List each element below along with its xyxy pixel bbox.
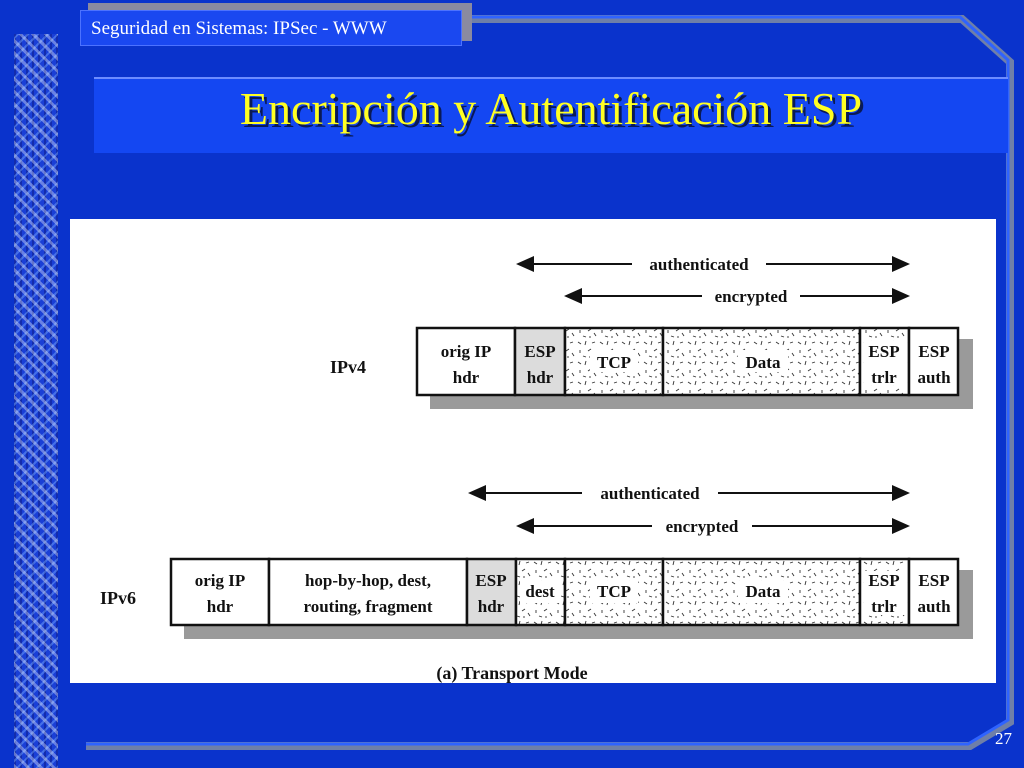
ipv6-extension-headers-field xyxy=(267,557,469,627)
slide-title: Encripción y Autentificación ESP xyxy=(239,83,863,134)
ipv4-esp-trlr-text2: trlr xyxy=(871,368,897,387)
ipv4-tcp-text: TCP xyxy=(597,353,631,372)
course-header: Seguridad en Sistemas: IPSec - WWW xyxy=(80,10,462,46)
ipv4-packet: authenticated encrypted IPv4 orig IP hdr xyxy=(330,255,973,409)
ipv4-orig-ip-field xyxy=(415,326,517,397)
ipv6-esp-auth-text1: ESP xyxy=(918,571,949,590)
ipv4-esp-hdr-text1: ESP xyxy=(524,342,555,361)
decorative-texture-stripe xyxy=(14,34,58,768)
ipv6-packet: authenticated encrypted IPv6 orig IP hdr… xyxy=(100,484,973,639)
title-band xyxy=(94,77,1008,153)
ipv4-esp-trlr-text1: ESP xyxy=(868,342,899,361)
ipv6-orig-ip-text: orig IP xyxy=(195,571,246,590)
ipv6-label: IPv6 xyxy=(100,588,136,608)
ipv4-authenticated-arrow: authenticated xyxy=(516,255,910,274)
ipv4-orig-hdr-text: hdr xyxy=(453,368,480,387)
ipv6-esp-auth-field xyxy=(907,557,960,627)
page-number: 27 xyxy=(995,729,1012,748)
diagram-canvas: authenticated encrypted IPv4 orig IP hdr xyxy=(100,255,973,684)
ipv4-label: IPv4 xyxy=(330,357,366,377)
ipv6-data-text: Data xyxy=(746,582,781,601)
ipv4-data-text: Data xyxy=(746,353,781,372)
ipv6-ext-text1: hop-by-hop, dest, xyxy=(305,571,431,590)
ipv6-tcp-text: TCP xyxy=(597,582,631,601)
ipv6-encrypted-label: encrypted xyxy=(666,517,739,536)
ipv4-orig-ip-text: orig IP xyxy=(441,342,492,361)
ipv6-authenticated-arrow: authenticated xyxy=(468,484,910,503)
ipv4-esp-hdr-text2: hdr xyxy=(527,368,554,387)
ipv6-encrypted-arrow: encrypted xyxy=(516,517,910,536)
ipv4-encrypted-label: encrypted xyxy=(715,287,788,306)
ipv6-esp-hdr-text1: ESP xyxy=(475,571,506,590)
ipv4-authenticated-label: authenticated xyxy=(649,255,749,274)
ipv4-esp-auth-field xyxy=(907,326,960,397)
ipv6-orig-hdr-text: hdr xyxy=(207,597,234,616)
ipv6-esp-hdr-text2: hdr xyxy=(478,597,505,616)
ipv4-esp-auth-text2: auth xyxy=(917,368,951,387)
ipv6-esp-trlr-text2: trlr xyxy=(871,597,897,616)
esp-transport-mode-diagram: authenticated encrypted IPv4 orig IP hdr xyxy=(70,219,996,684)
ipv6-ext-text2: routing, fragment xyxy=(303,597,432,616)
diagram-caption: (a) Transport Mode xyxy=(436,663,587,683)
ipv6-esp-trlr-text1: ESP xyxy=(868,571,899,590)
ipv6-esp-auth-text2: auth xyxy=(917,597,951,616)
ipv4-encrypted-arrow: encrypted xyxy=(564,287,910,306)
ipv4-esp-auth-text1: ESP xyxy=(918,342,949,361)
ipv6-dest-text: dest xyxy=(525,582,555,601)
ipv6-esp-hdr-field xyxy=(465,557,518,627)
ipv6-authenticated-label: authenticated xyxy=(600,484,700,503)
